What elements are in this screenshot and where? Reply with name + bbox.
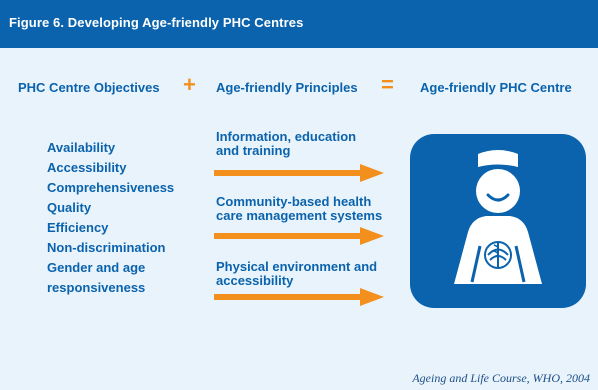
principle-information: Information, education and training: [216, 130, 396, 158]
principle-line: Information, education: [216, 129, 357, 144]
figure-title: Figure 6. Developing Age-friendly PHC Ce…: [9, 15, 304, 30]
arrow-right-icon: [214, 227, 384, 245]
source-citation: Ageing and Life Course, WHO, 2004: [412, 371, 590, 385]
smile-shape: [486, 193, 510, 202]
figure-header: Figure 6. Developing Age-friendly PHC Ce…: [0, 0, 598, 48]
plus-sign: +: [183, 72, 196, 97]
who-emblem-icon: [484, 241, 512, 269]
objectives-heading: PHC Centre Objectives: [18, 80, 160, 95]
objective-item: responsiveness: [47, 280, 146, 295]
objective-item: Comprehensiveness: [47, 180, 175, 195]
principle-line: Community-based health: [216, 194, 372, 209]
age-friendly-health-worker-icon: [454, 150, 542, 284]
principle-line: care management systems: [216, 208, 383, 223]
objective-item: Availability: [47, 140, 116, 155]
principle-community: Community-based health care management s…: [216, 195, 396, 223]
arrow-right-icon: [214, 288, 384, 306]
equals-sign: =: [381, 72, 394, 97]
principle-line: Physical environment and: [216, 259, 378, 274]
objective-item: Gender and age: [47, 260, 146, 275]
arrow-right-icon: [214, 164, 384, 182]
principle-line: and training: [216, 143, 291, 158]
objective-item: Accessibility: [47, 160, 127, 175]
result-heading: Age-friendly PHC Centre: [420, 80, 572, 95]
objective-item: Non-discrimination: [47, 240, 166, 255]
objective-item: Quality: [47, 200, 92, 215]
age-friendly-health-worker-tile: [410, 134, 586, 308]
principles-heading: Age-friendly Principles: [216, 80, 358, 95]
principle-line: accessibility: [216, 273, 294, 288]
nurse-cap-icon: [478, 150, 518, 167]
objective-item: Efficiency: [47, 220, 109, 235]
objectives-list: Availability Accessibility Comprehensive…: [47, 138, 174, 298]
head-shape: [476, 169, 520, 213]
principle-environment: Physical environment and accessibility: [216, 260, 396, 288]
